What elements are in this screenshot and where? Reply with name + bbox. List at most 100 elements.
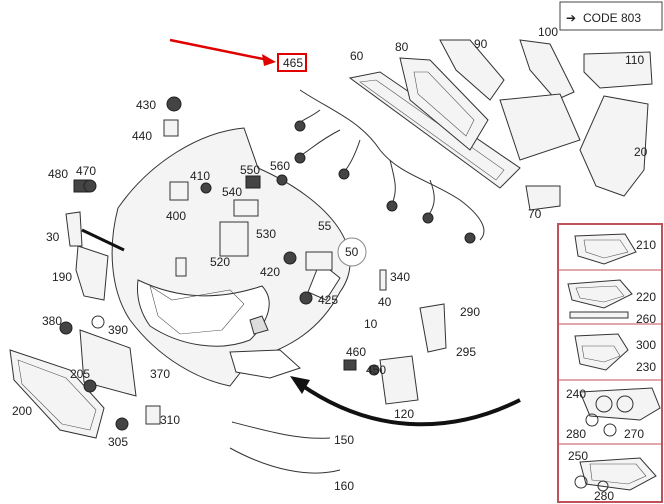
code-box: ➔ CODE 803 bbox=[559, 1, 663, 31]
bumper-cover bbox=[111, 127, 351, 387]
screw-430 bbox=[166, 96, 182, 112]
label-60: 60 bbox=[350, 49, 364, 63]
label-450: 450 bbox=[366, 363, 386, 377]
label-190: 190 bbox=[52, 270, 72, 284]
part-30-shape bbox=[65, 211, 83, 247]
label-295: 295 bbox=[456, 345, 476, 359]
label-20: 20 bbox=[634, 145, 648, 159]
label-40: 40 bbox=[378, 295, 392, 309]
label-30: 30 bbox=[46, 230, 60, 244]
plate-370-shape bbox=[79, 329, 137, 397]
part-100-shape bbox=[519, 39, 575, 101]
wiring-harness bbox=[294, 89, 485, 244]
lower-bracket-shape bbox=[499, 93, 581, 161]
label-460: 460 bbox=[346, 345, 366, 359]
label-270: 270 bbox=[624, 427, 644, 441]
label-560: 560 bbox=[270, 159, 290, 173]
screw-380 bbox=[59, 321, 73, 335]
part-20-shape bbox=[579, 95, 649, 197]
label-280-b: 280 bbox=[594, 489, 614, 503]
label-70: 70 bbox=[528, 207, 542, 221]
label-370: 370 bbox=[150, 367, 170, 381]
part-520-shape bbox=[219, 221, 249, 257]
screw-305 bbox=[115, 417, 129, 431]
label-550: 550 bbox=[240, 163, 260, 177]
label-240: 240 bbox=[566, 387, 586, 401]
label-100: 100 bbox=[538, 25, 558, 39]
label-90: 90 bbox=[474, 37, 488, 51]
code-arrow: ➔ bbox=[566, 11, 576, 25]
label-380: 380 bbox=[42, 314, 62, 328]
label-55: 55 bbox=[318, 219, 332, 233]
part-190-shape bbox=[75, 245, 109, 301]
trim-150 bbox=[231, 421, 331, 439]
label-150: 150 bbox=[334, 433, 354, 447]
label-280-a: 280 bbox=[566, 427, 586, 441]
part-290-shape bbox=[419, 303, 447, 353]
highlight-part-number: 465 bbox=[283, 56, 303, 70]
grille-200-shape bbox=[9, 349, 105, 439]
part-120-shape bbox=[379, 355, 419, 405]
label-410: 410 bbox=[190, 169, 210, 183]
screw-420 bbox=[283, 251, 297, 265]
bracket-80 bbox=[399, 57, 489, 151]
washer-390 bbox=[91, 315, 105, 329]
part-540-shape bbox=[233, 199, 259, 217]
part-labels: 10 20 30 40 50 55 60 70 80 90 100 110 12… bbox=[12, 25, 656, 503]
screw-560 bbox=[276, 174, 288, 186]
label-260: 260 bbox=[636, 312, 656, 326]
label-205: 205 bbox=[70, 367, 90, 381]
label-400: 400 bbox=[166, 209, 186, 223]
part-400-shape bbox=[169, 181, 189, 201]
bracket-310 bbox=[145, 405, 161, 425]
label-120: 120 bbox=[394, 407, 414, 421]
label-200: 200 bbox=[12, 404, 32, 418]
label-210: 210 bbox=[636, 238, 656, 252]
label-540: 540 bbox=[222, 185, 242, 199]
label-220: 220 bbox=[636, 290, 656, 304]
part-30-leader bbox=[81, 228, 125, 252]
label-420: 420 bbox=[260, 265, 280, 279]
label-250: 250 bbox=[568, 449, 588, 463]
label-425: 425 bbox=[318, 293, 338, 307]
label-230: 230 bbox=[636, 360, 656, 374]
part-205-shape bbox=[83, 379, 97, 393]
label-50: 50 bbox=[345, 245, 359, 259]
label-520: 520 bbox=[210, 255, 230, 269]
part-plug bbox=[175, 257, 187, 277]
clip-440 bbox=[163, 119, 179, 137]
code-label: CODE 803 bbox=[583, 11, 641, 25]
part-70-shape bbox=[525, 185, 561, 211]
label-290: 290 bbox=[460, 305, 480, 319]
part-110-shape bbox=[583, 51, 653, 89]
part-470-shape bbox=[83, 179, 97, 193]
label-390: 390 bbox=[108, 323, 128, 337]
assembly-arrow bbox=[290, 376, 521, 427]
part-50-circle bbox=[337, 237, 367, 267]
screw-450 bbox=[368, 364, 380, 376]
label-10: 10 bbox=[364, 317, 378, 331]
label-110: 110 bbox=[625, 53, 644, 67]
trim-160 bbox=[229, 447, 341, 474]
label-160: 160 bbox=[334, 479, 354, 493]
label-440: 440 bbox=[132, 129, 152, 143]
label-480: 480 bbox=[48, 167, 68, 181]
part-90-shape bbox=[439, 39, 505, 101]
label-530: 530 bbox=[256, 227, 276, 241]
label-470: 470 bbox=[76, 164, 96, 178]
label-80: 80 bbox=[395, 40, 409, 54]
label-300: 300 bbox=[636, 338, 656, 352]
part-55-shape bbox=[305, 251, 333, 271]
label-430: 430 bbox=[136, 98, 156, 112]
label-340: 340 bbox=[390, 270, 410, 284]
screw-425 bbox=[299, 291, 313, 305]
screw-410 bbox=[200, 182, 212, 194]
bumper-reinforcement bbox=[348, 71, 521, 189]
variant-panel bbox=[557, 223, 663, 503]
label-305: 305 bbox=[108, 435, 128, 449]
part-340-shape bbox=[379, 269, 387, 291]
highlight-callout: 465 bbox=[169, 38, 307, 72]
part-460-shape bbox=[343, 359, 357, 371]
label-310: 310 bbox=[160, 413, 180, 427]
